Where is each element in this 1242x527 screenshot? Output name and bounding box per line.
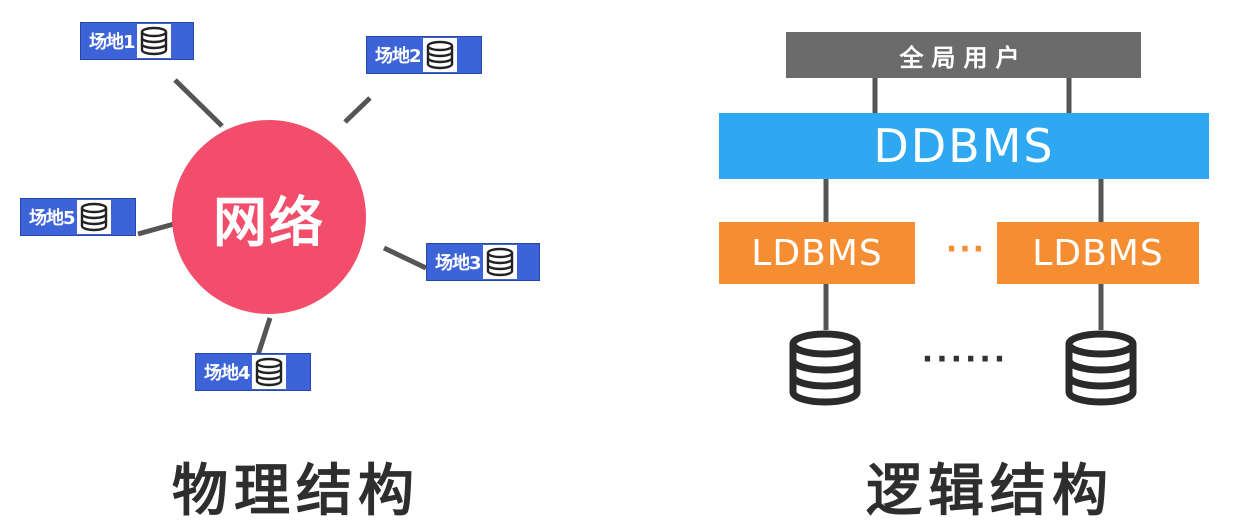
ldbms-label: LDBMS [751, 232, 883, 274]
ldbms-box-left: LDBMS [719, 222, 915, 284]
site-node-5: 场地5 [20, 198, 136, 236]
ddbms-label: DDBMS [873, 119, 1055, 173]
global-users-label: 全局用户 [899, 43, 1028, 72]
ddbms-box: DDBMS [719, 113, 1209, 179]
site-node-2: 场地2 [366, 36, 482, 74]
physical-structure-caption: 物理结构 [172, 459, 420, 524]
site-node-3: 场地3 [426, 243, 540, 281]
site-label: 场地1 [89, 32, 136, 53]
site-label: 场地2 [375, 46, 422, 67]
site-label: 场地3 [435, 253, 482, 274]
database-icon [482, 245, 517, 279]
database-icon [251, 355, 286, 389]
connector-lines [137, 78, 1104, 356]
database-icon [136, 24, 171, 58]
database-icon [1063, 330, 1139, 408]
ldbms-box-right: LDBMS [997, 222, 1199, 284]
network-label: 网络 [213, 190, 325, 254]
database-icon [422, 38, 457, 72]
database-icon [76, 200, 111, 234]
network-node: 网络 [172, 120, 366, 314]
site-node-1: 场地1 [80, 22, 194, 60]
database-icon [787, 330, 863, 408]
ellipsis-bottom: ······ [921, 342, 1009, 377]
ellipsis-middle: ··· [945, 232, 987, 267]
site-label: 场地5 [29, 208, 76, 229]
global-users-box: 全局用户 [786, 32, 1141, 78]
ldbms-label: LDBMS [1032, 232, 1164, 274]
site-node-4: 场地4 [195, 353, 311, 391]
logical-structure-caption: 逻辑结构 [866, 459, 1114, 524]
site-label: 场地4 [204, 363, 251, 384]
